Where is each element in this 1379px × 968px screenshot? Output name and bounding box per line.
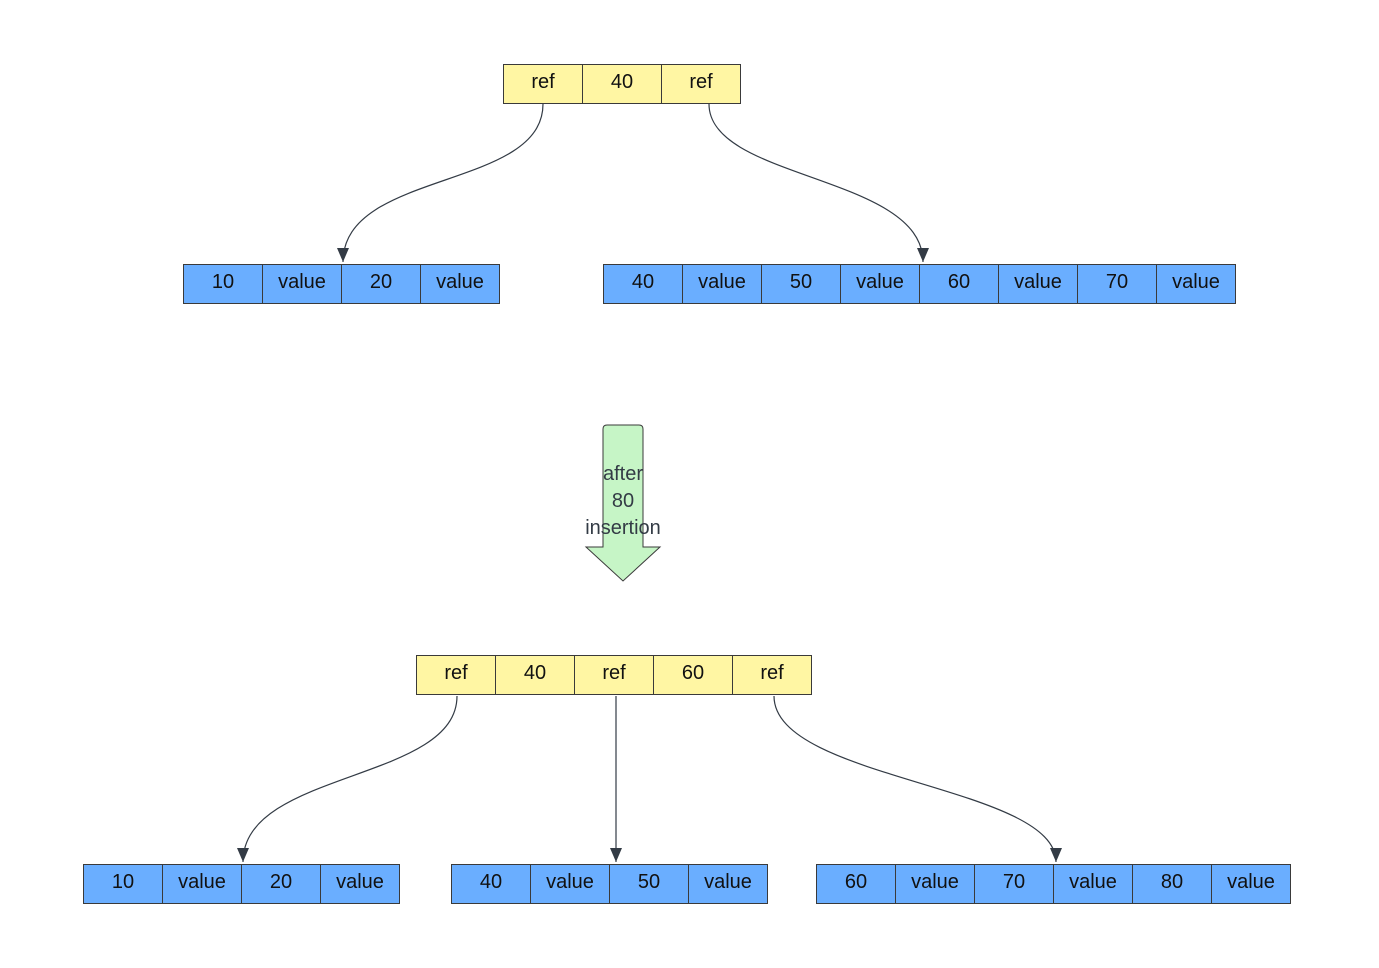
after-root-cell: ref [574, 655, 654, 695]
after-leaf-cell: value [895, 864, 975, 904]
before-root-cell: ref [503, 64, 583, 104]
after-leaf-cell: value [688, 864, 768, 904]
before-leaf-cell: value [1156, 264, 1236, 304]
edge-after-root-left [242, 695, 458, 863]
after-leaf-cell: value [320, 864, 400, 904]
after-leaf-cell: 80 [1132, 864, 1212, 904]
before-leaf-cell: 40 [603, 264, 683, 304]
edge-after-root-right-head [1050, 848, 1062, 862]
before-root-cell: 40 [582, 64, 662, 104]
after-leaf-cell: 10 [83, 864, 163, 904]
before-leaf-node-1: 10 value 20 value [183, 264, 500, 304]
edge-after-root-middle-head [610, 848, 622, 862]
transition-label: after 80 insertion [573, 461, 673, 542]
after-leaf-cell: value [162, 864, 242, 904]
after-leaf-cell: value [1211, 864, 1291, 904]
edge-after-root-left-head [237, 848, 249, 862]
edge-before-root-left [342, 103, 544, 263]
after-leaf-cell: value [1053, 864, 1133, 904]
transition-label-line: insertion [585, 517, 661, 539]
before-root-cell: ref [661, 64, 741, 104]
before-root-node: ref 40 ref [503, 64, 741, 104]
before-leaf-cell: value [262, 264, 342, 304]
before-leaf-cell: 60 [919, 264, 999, 304]
edge-before-root-right [708, 103, 924, 263]
after-leaf-cell: 20 [241, 864, 321, 904]
transition-label-line: 80 [611, 490, 635, 512]
after-leaf-node-1: 10 value 20 value [83, 864, 400, 904]
before-leaf-cell: 20 [341, 264, 421, 304]
after-leaf-cell: value [530, 864, 610, 904]
edge-after-root-right [773, 695, 1057, 863]
before-leaf-cell: 50 [761, 264, 841, 304]
after-root-cell: ref [416, 655, 496, 695]
before-leaf-cell: value [682, 264, 762, 304]
before-leaf-cell: value [840, 264, 920, 304]
after-leaf-cell: 60 [816, 864, 896, 904]
after-leaf-node-2: 40 value 50 value [451, 864, 768, 904]
after-leaf-node-3: 60 value 70 value 80 value [816, 864, 1291, 904]
after-root-cell: 40 [495, 655, 575, 695]
before-leaf-cell: 10 [183, 264, 263, 304]
before-leaf-cell: 70 [1077, 264, 1157, 304]
edge-before-root-right-head [917, 248, 929, 262]
after-leaf-cell: 40 [451, 864, 531, 904]
before-leaf-node-2: 40 value 50 value 60 value 70 value [603, 264, 1236, 304]
after-leaf-cell: 70 [974, 864, 1054, 904]
edge-before-root-left-head [337, 248, 349, 262]
before-leaf-cell: value [420, 264, 500, 304]
after-root-cell: 60 [653, 655, 733, 695]
transition-label-line: after [602, 463, 644, 485]
after-root-cell: ref [732, 655, 812, 695]
after-leaf-cell: 50 [609, 864, 689, 904]
after-root-node: ref 40 ref 60 ref [416, 655, 812, 695]
before-leaf-cell: value [998, 264, 1078, 304]
